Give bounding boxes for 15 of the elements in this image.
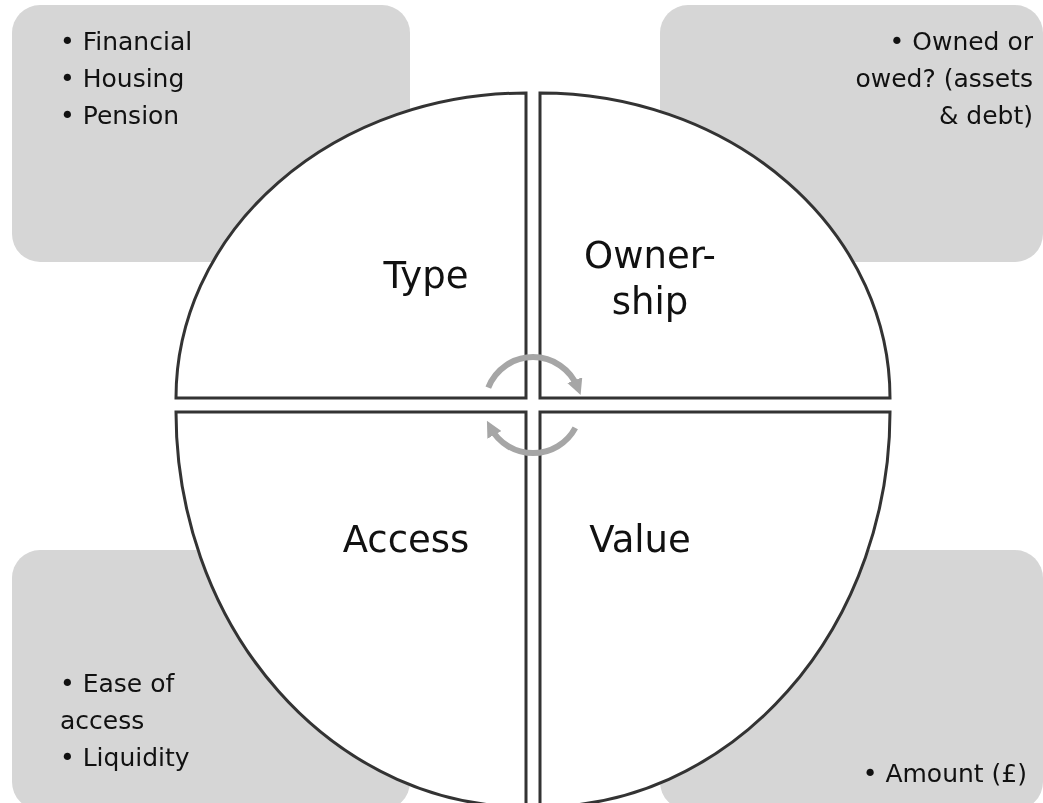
quadrant-segment <box>176 93 526 398</box>
bullet-item: • Pension <box>60 100 181 132</box>
cycle-arrow <box>485 354 582 395</box>
bullet-item: • Financial <box>60 26 194 58</box>
segment-label: Access <box>341 517 471 563</box>
bullet-item: • Amount (£) <box>861 758 1027 790</box>
bullet-item: • Owned or owed? (assets & debt) <box>854 26 1033 132</box>
bullet-item: • Ease of access <box>60 668 176 737</box>
cycle-arrow <box>486 421 578 456</box>
bullet-item: • Housing <box>60 63 186 95</box>
quadrant-segment <box>540 93 890 398</box>
segment-label: Value <box>588 517 692 563</box>
segment-label: Owner- ship <box>583 233 717 325</box>
segment-label: Type <box>382 253 470 299</box>
bullet-item: • Liquidity <box>60 742 191 774</box>
